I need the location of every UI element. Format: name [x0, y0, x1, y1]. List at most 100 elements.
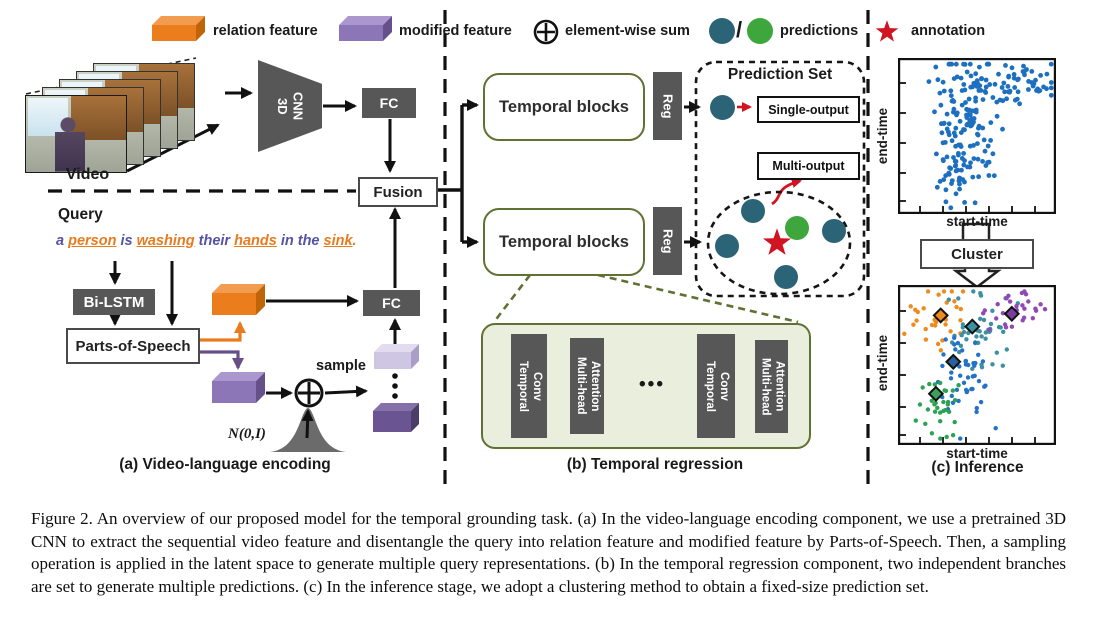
scatter-dot — [948, 329, 953, 334]
scatter-dot — [1042, 307, 1048, 312]
scatter-dot — [949, 181, 954, 186]
scatter-dot — [996, 71, 1001, 77]
scatter-dot — [953, 61, 959, 67]
scatter-dot — [940, 79, 946, 85]
scatter-dot — [1002, 89, 1007, 95]
scatter-dot — [1001, 80, 1007, 86]
multi-output-box: Multi-output — [757, 152, 860, 180]
scatter-dot — [957, 181, 962, 187]
single-output-box: Single-output — [757, 96, 860, 123]
scatter-dot — [966, 111, 972, 117]
query-token: washing — [136, 233, 195, 249]
cnn-label-line2: CNN — [290, 91, 306, 121]
scatter-dot — [956, 142, 962, 148]
scatter-dot — [953, 191, 959, 197]
scatter-dot — [988, 120, 994, 125]
bottom-plot-xlabel: start-time — [946, 446, 1008, 461]
scatter-dot — [956, 398, 961, 404]
scatter-dot — [913, 307, 918, 312]
scatter-dot — [941, 352, 946, 357]
samples-dot — [392, 393, 398, 399]
scatter-dot — [973, 98, 978, 104]
scatter-dot — [908, 304, 913, 309]
scatter-dot — [933, 400, 938, 406]
fc1-label: FC — [379, 95, 399, 111]
scatter-dot — [959, 102, 965, 108]
scatter-dot — [975, 132, 981, 138]
scatter-plot-top — [898, 58, 1056, 214]
scatter-dot — [976, 352, 981, 357]
scatter-dot — [946, 129, 951, 135]
scatter-dot — [952, 158, 958, 164]
scatter-dot — [934, 184, 940, 190]
scatter-dot — [1020, 303, 1025, 308]
scatter-dot — [945, 399, 951, 405]
scatter-dot — [941, 88, 947, 94]
sample-label: sample — [316, 358, 366, 374]
scatter-dot — [935, 77, 941, 83]
scatter-dot — [965, 388, 970, 394]
scatter-dot — [972, 200, 978, 206]
temporal-conv-2-label1: Temporal — [704, 360, 716, 412]
scatter-dot — [975, 80, 980, 86]
scatter-dot — [953, 168, 959, 174]
mha-2-label1: Multi-head — [759, 357, 772, 416]
multi-output-label: Multi-output — [772, 159, 845, 173]
scatter-dot — [961, 380, 967, 385]
scatter-dot — [1048, 92, 1054, 98]
scatter-dot — [958, 373, 963, 378]
bilstm-block: Bi-LSTM — [73, 289, 155, 315]
scatter-dot — [994, 99, 1000, 105]
scatter-dot — [952, 342, 957, 347]
scatter-dot — [913, 418, 918, 423]
mha-1-label2: Attention — [588, 360, 601, 412]
scatter-dot — [1029, 69, 1035, 74]
scatter-dot — [976, 174, 981, 180]
fusion-label: Fusion — [373, 183, 423, 201]
scatter-dot — [964, 106, 969, 112]
scatter-dot — [935, 341, 941, 347]
scatter-dot — [1012, 85, 1018, 90]
scatter-dot — [971, 143, 976, 148]
fc2-label: FC — [382, 295, 401, 311]
scatter-dot — [963, 362, 969, 367]
scatter-dot — [962, 158, 967, 163]
samples-dot — [392, 383, 398, 389]
query-token: hands — [234, 233, 277, 249]
scatter-dot — [980, 97, 986, 102]
mha-2-label2: Attention — [773, 361, 786, 412]
scatter-dot — [923, 421, 928, 426]
scatter-dot — [938, 410, 943, 415]
figure-caption: Figure 2. An overview of our proposed mo… — [31, 509, 1066, 596]
scatter-dot — [978, 291, 983, 296]
scatter-dot — [943, 187, 949, 193]
scatter-dot — [938, 436, 943, 441]
scatter-dot — [935, 405, 940, 410]
scatter-dot — [920, 385, 925, 390]
cluster-down-arrow — [952, 264, 1002, 289]
cluster-centroid-diamond — [932, 307, 949, 324]
scatter-dot — [951, 155, 956, 160]
modified-feature-cube — [212, 372, 265, 403]
reg-bottom-label: Reg — [660, 228, 676, 254]
scatter-dot — [1016, 76, 1021, 82]
scatter-dot — [942, 388, 947, 393]
cluster-label: Cluster — [951, 245, 1003, 263]
temporal-blocks-bottom: Temporal blocks — [483, 208, 645, 276]
scatter-dot — [940, 363, 945, 369]
query-token: person — [68, 233, 117, 249]
scatter-dot — [929, 431, 935, 436]
scatter-dot — [981, 311, 986, 316]
scatter-dot — [948, 376, 954, 381]
scatter-dot — [980, 125, 986, 131]
scatter-dot — [968, 84, 974, 90]
parts-of-speech-block: Parts-of-Speech — [66, 328, 200, 364]
scatter-dot — [943, 199, 949, 205]
zoom-connector-left — [492, 274, 532, 323]
scatter-dot — [1004, 347, 1009, 352]
scatter-dot — [1026, 299, 1031, 304]
query-token: their — [194, 233, 235, 249]
scatter-dot — [949, 138, 955, 144]
scatter-dot — [938, 380, 943, 386]
scatter-dot — [951, 106, 957, 112]
